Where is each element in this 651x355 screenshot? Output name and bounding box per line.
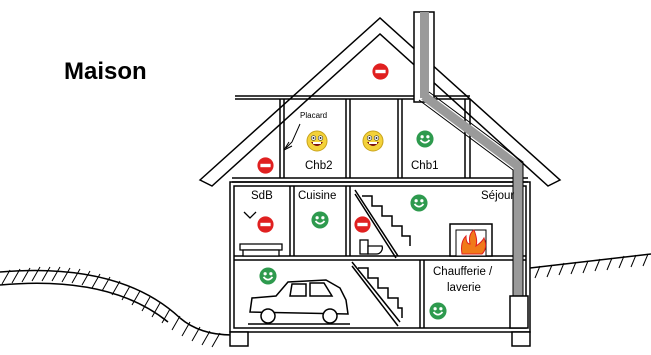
roof [198,16,562,187]
room-label-sdb: SdB [251,190,273,202]
ground [0,253,651,336]
stairs [351,189,411,327]
room-label-chb2: Chb2 [305,160,333,172]
smiling-face-icon [311,211,329,229]
room-label-cuisine: Cuisine [298,190,337,202]
house-walls [229,181,531,333]
smiling-face-icon [429,302,447,320]
foundations [229,331,531,347]
no-entry-icon [372,63,389,80]
room-label-chaufferie: Chaufferie / [433,266,493,278]
grinning-face-icon [362,130,384,152]
room-label-placard: Placard [300,111,328,120]
smiling-face-icon [416,130,434,148]
bathroom-fixtures [239,211,383,257]
chimney [413,11,529,329]
placard-arrow [283,123,301,151]
car [248,279,350,325]
page-title: Maison [64,58,147,85]
room-label-laverie: laverie [447,282,481,294]
grinning-face-icon [306,130,328,152]
room-label-chb1: Chb1 [411,160,439,172]
smiling-face-icon [259,267,277,285]
no-entry-icon [257,216,274,233]
room-label-sejour: Séjour [481,190,515,202]
no-entry-icon [354,216,371,233]
ground-hatching [1,253,649,348]
smiling-face-icon [410,194,428,212]
fireplace [449,223,493,257]
no-entry-icon [257,157,274,174]
